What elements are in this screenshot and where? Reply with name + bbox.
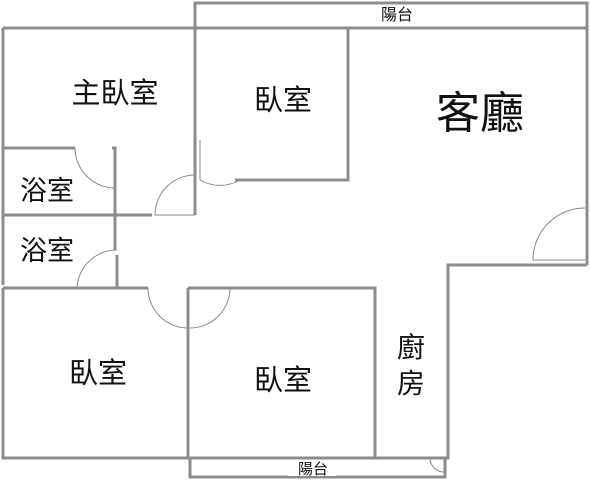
room-label-kitchen-line1: 廚 [397,331,425,364]
door-bath-1 [74,147,116,189]
door-bedroom-bottom-left [147,287,189,329]
balcony-bottom-label: 陽台 [298,460,328,478]
room-label-bedroom-top: 臥室 [254,83,312,117]
balcony-top-label: 陽台 [381,5,413,24]
door-top-bedroom [199,140,241,186]
door-kitchen-balcony [429,457,445,473]
room-labels: 主臥室 臥室 客廳 浴室 浴室 臥室 臥室 廚 房 [20,76,524,400]
door-master-corridor [154,174,196,216]
door-bath-2 [76,249,118,289]
door-living-balcony [532,207,586,261]
door-bedroom-bottom-mid [189,287,231,329]
room-label-bathroom-1: 浴室 [20,176,74,207]
room-label-bedroom-bottom-left: 臥室 [69,356,127,390]
room-label-master-bedroom: 主臥室 [71,76,158,110]
room-label-kitchen-line2: 房 [397,367,425,400]
balcony-bottom: 陽台 [288,460,336,478]
room-label-bedroom-bottom-mid: 臥室 [254,363,312,397]
room-label-living-room: 客廳 [436,88,524,139]
room-label-bathroom-2: 浴室 [20,236,74,267]
balcony-top: 陽台 [193,1,589,30]
doors [74,140,586,473]
